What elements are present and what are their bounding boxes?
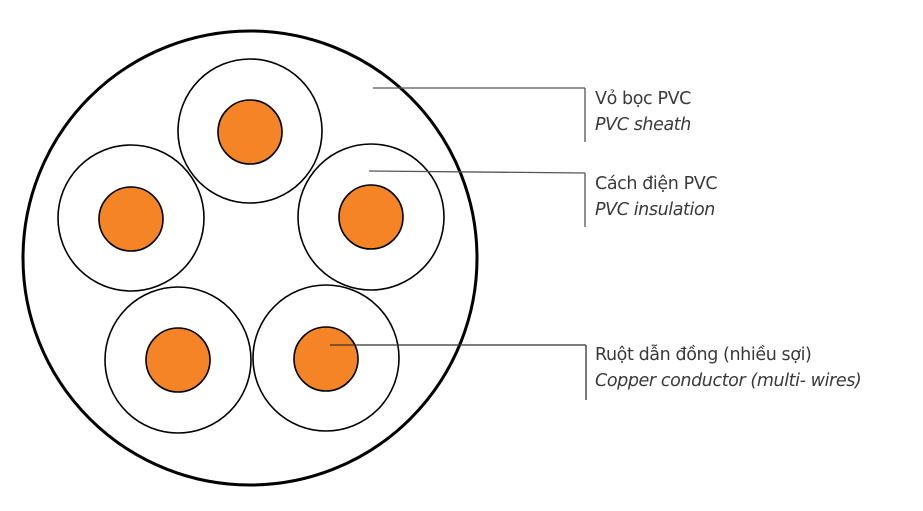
label-insulation: Cách điện PVC PVC insulation <box>595 171 718 223</box>
label-vi: Ruột dẫn đồng (nhiều sợi) <box>595 345 812 365</box>
conductor-left <box>57 144 205 292</box>
leader-conductor <box>330 344 587 400</box>
leader-insulation <box>368 170 586 227</box>
conductor-right <box>297 143 445 291</box>
label-vi: Vỏ bọc PVC <box>595 89 691 109</box>
conductor-bottom-right <box>252 284 400 432</box>
label-en: Copper conductor (multi- wires) <box>595 371 862 391</box>
copper-core <box>217 99 283 165</box>
label-conductor: Ruột dẫn đồng (nhiều sợi) Copper conduct… <box>595 342 862 394</box>
copper-core <box>145 327 211 393</box>
label-en: PVC sheath <box>595 115 691 135</box>
conductor-bottom-left <box>104 286 252 434</box>
conductor-top <box>177 58 323 204</box>
leader-line <box>368 170 586 174</box>
leader-sheath <box>373 87 586 142</box>
label-en: PVC insulation <box>595 200 715 220</box>
copper-core <box>98 186 164 252</box>
label-sheath: Vỏ bọc PVC PVC sheath <box>595 86 691 138</box>
label-vi: Cách điện PVC <box>595 174 718 194</box>
copper-core <box>338 184 404 250</box>
copper-core <box>293 326 359 392</box>
